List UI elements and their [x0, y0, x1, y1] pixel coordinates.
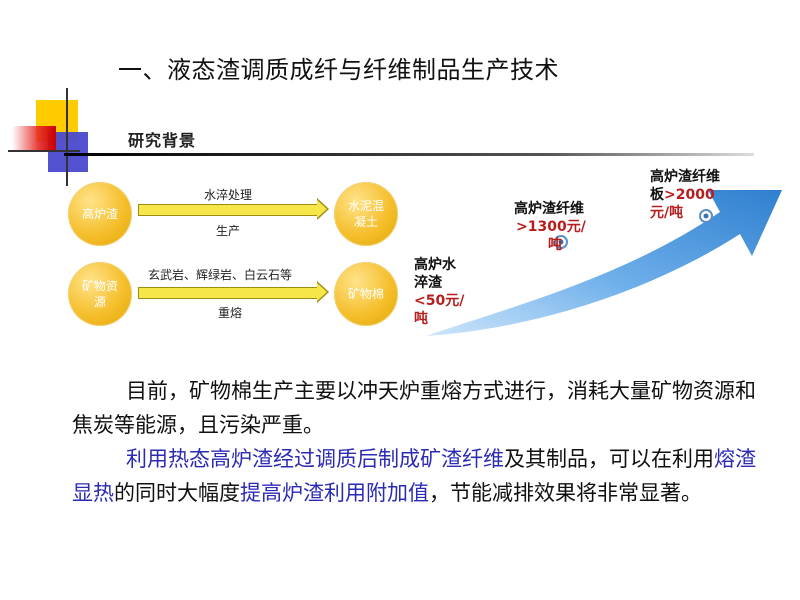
circle-blast-furnace-slag: 高炉渣 — [68, 182, 132, 246]
stage-price-line2: 元/吨 — [650, 205, 684, 221]
circle-mineral-wool: 矿物棉 — [334, 262, 398, 326]
circle-cement-concrete: 水泥混凝土 — [334, 182, 398, 246]
highlight-sensible-heat: 熔渣显热 — [72, 447, 756, 505]
circle-mineral-resources: 矿物资源 — [68, 262, 132, 326]
stage-name-line1: 高炉水 — [414, 257, 456, 273]
stage-price-line1: >1300元/ — [516, 219, 586, 235]
stage-name-price-line: 板>2000 — [650, 186, 720, 204]
stage-slag-fiber: 高炉渣纤维 >1300元/ 吨 — [514, 200, 586, 254]
paragraph-2: 利用热态高炉渣经过调质后制成矿渣纤维及其制品，可以在利用熔渣显热的同时大幅度提高… — [72, 442, 772, 510]
decor-vertical-line — [66, 88, 68, 186]
highlight-slag-fiber: 利用热态高炉渣经过调质后制成矿渣纤维 — [126, 447, 504, 471]
process-label-remelt: 重熔 — [218, 306, 243, 320]
body-text: 目前，矿物棉生产主要以冲天炉重熔方式进行，消耗大量矿物资源和焦炭等能源，且污染严… — [72, 374, 772, 510]
paragraph-1: 目前，矿物棉生产主要以冲天炉重熔方式进行，消耗大量矿物资源和焦炭等能源，且污染严… — [72, 374, 772, 442]
stage-name: 高炉渣纤维 — [514, 201, 584, 217]
decor-red-bar — [12, 126, 56, 150]
slide-title: 一、液态渣调质成纤与纤维制品生产技术 — [118, 56, 559, 84]
section-divider — [64, 153, 754, 156]
stage-dot-3-center — [703, 213, 709, 219]
decor-horizontal-line — [8, 150, 80, 152]
value-growth-arrow — [426, 190, 782, 336]
stage-name-line2: 淬渣 — [414, 275, 442, 291]
stage-price-line2: 吨 — [414, 311, 428, 327]
stage-price-line2: 吨 — [548, 237, 562, 253]
circle-label: 水泥混凝土 — [347, 199, 384, 229]
circle-label: 矿物棉 — [347, 287, 384, 301]
paragraph-1-text: 目前，矿物棉生产主要以冲天炉重熔方式进行，消耗大量矿物资源和焦炭等能源，且污染严… — [72, 379, 756, 437]
paragraph-2-text-f: ，节能减排效果将非常显著。 — [429, 481, 702, 505]
highlight-added-value: 提高炉渣利用附加值 — [240, 481, 429, 505]
circle-label: 高炉渣 — [81, 207, 118, 221]
stage-price-inline: >2000 — [664, 187, 715, 203]
process-label-minerals: 玄武岩、辉绿岩、白云石等 — [148, 268, 293, 282]
stage-slag-fiber-board: 高炉渣纤维 板>2000 元/吨 — [650, 168, 720, 222]
stage-price-line1: <50元/ — [414, 293, 465, 309]
paragraph-2-text-b: 及其制品，可以在利用 — [504, 447, 714, 471]
arrow-shape — [426, 190, 782, 336]
process-label-water-quench: 水淬处理 — [204, 188, 253, 202]
paragraph-2-text-d: 的同时大幅度 — [114, 481, 240, 505]
stage-dot-2-center — [558, 239, 564, 245]
section-heading: 研究背景 — [128, 131, 197, 150]
circle-label: 矿物资源 — [81, 279, 118, 309]
process-label-produce: 生产 — [216, 224, 241, 238]
stage-name-line1: 高炉渣纤维 — [650, 169, 720, 185]
arrow-row1 — [138, 198, 329, 220]
stage-quenched-slag: 高炉水 淬渣 <50元/ 吨 — [414, 256, 464, 328]
stage-name-line2: 板 — [650, 187, 664, 203]
arrow-row2 — [138, 281, 329, 303]
